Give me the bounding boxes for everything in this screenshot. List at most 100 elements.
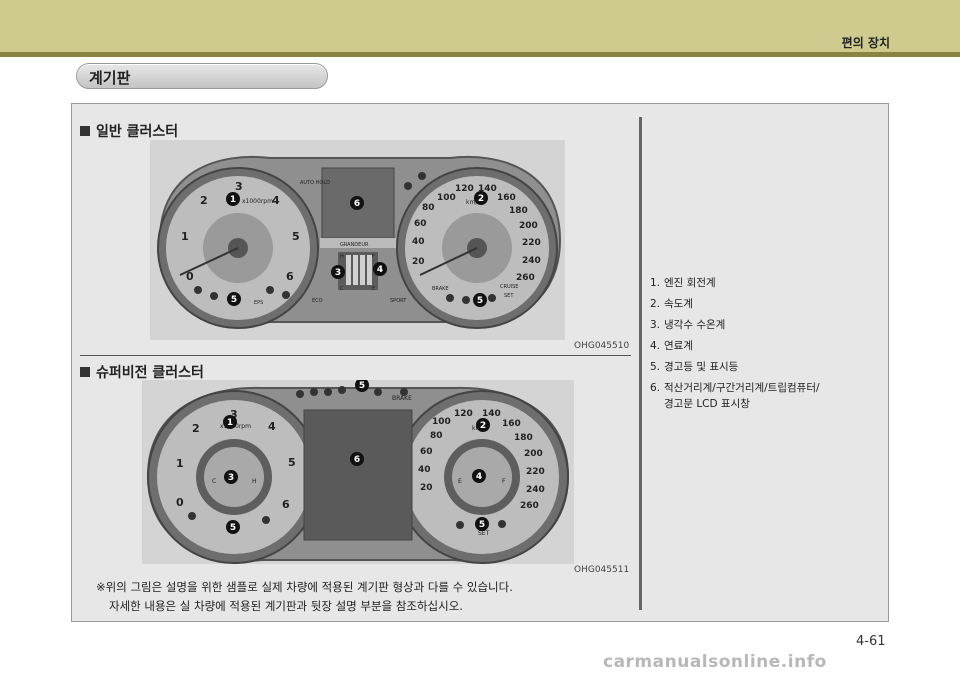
tach-tick: 5 xyxy=(292,230,300,243)
figure-code-1: OHG045510 xyxy=(574,341,630,351)
speed-tick: 240 xyxy=(526,485,545,495)
warning-lamp-icon xyxy=(404,182,412,190)
legend-item: 6.적산거리계/구간거리계/트립컴퓨터/ xyxy=(650,382,820,394)
marker-3: 3 xyxy=(228,473,234,483)
marker-5: 5 xyxy=(359,381,365,391)
fuel-e-label: E xyxy=(458,478,462,485)
tach-tick: 2 xyxy=(200,194,208,207)
speed-tick: 80 xyxy=(430,431,443,441)
divider-rule xyxy=(80,355,631,356)
temp-h-label: H xyxy=(340,254,344,260)
warning-lamp-icon xyxy=(310,388,318,396)
tach-tick: 3 xyxy=(230,408,238,421)
speed-tick: 220 xyxy=(522,238,541,248)
speed-tick: 120 xyxy=(455,184,474,194)
tach-tick: 2 xyxy=(192,422,200,435)
vertical-divider xyxy=(639,117,642,610)
speed-tick: 140 xyxy=(478,184,497,194)
temp-h-label: H xyxy=(252,478,257,485)
legend-list: 1.엔진 회전계 2.속도계 3.냉각수 수온계 4.연료계 5.경고등 및 표… xyxy=(650,273,880,415)
speed-tick: 100 xyxy=(437,193,456,203)
speed-tick: 220 xyxy=(526,467,545,477)
auto-hold-label: AUTO HOLD xyxy=(300,180,330,186)
marker-6: 6 xyxy=(354,455,360,465)
speed-tick: 60 xyxy=(414,219,427,229)
disclaimer-note: ※위의 그림은 설명을 위한 샘플로 실제 차량에 적용된 계기판 형상과 다를… xyxy=(96,578,513,616)
speed-tick: 80 xyxy=(422,203,435,213)
brand-label: GRANDEUR xyxy=(340,242,369,248)
speed-tick: 260 xyxy=(520,501,539,511)
speed-tick: 40 xyxy=(412,237,425,247)
temp-c-label: C xyxy=(340,286,344,292)
tach-tick: 3 xyxy=(235,180,243,193)
marker-4: 4 xyxy=(476,472,482,482)
marker-1: 1 xyxy=(230,195,236,205)
speed-tick: 120 xyxy=(454,409,473,419)
tach-tick: 0 xyxy=(176,496,184,509)
header-band xyxy=(0,0,960,57)
tach-tick: 6 xyxy=(282,498,290,511)
cruise-label: CRUISE xyxy=(500,284,518,290)
tach-tick: 0 xyxy=(186,270,194,283)
set-label: SET xyxy=(504,293,514,299)
warning-lamp-icon xyxy=(282,291,290,299)
legend-item: 1.엔진 회전계 xyxy=(650,277,716,289)
marker-5: 5 xyxy=(230,523,236,533)
speed-tick: 180 xyxy=(509,206,528,216)
eps-label: EPS xyxy=(254,300,263,306)
speed-tick: 260 xyxy=(516,273,535,283)
speed-tick: 180 xyxy=(514,433,533,443)
section-title: 계기판 xyxy=(89,69,131,87)
tach-unit: x1000rpm xyxy=(220,423,251,430)
warning-lamp-icon xyxy=(210,292,218,300)
brake-label: BRAKE xyxy=(432,286,449,292)
tach-unit: x1000rpm xyxy=(242,198,273,205)
warning-lamp-icon xyxy=(296,390,304,398)
warning-lamp-icon xyxy=(194,286,202,294)
marker-2: 2 xyxy=(478,194,484,204)
note-line-2: 자세한 내용은 실 차량에 적용된 계기판과 뒷장 설명 부분을 참조하십시오. xyxy=(109,599,463,613)
bullet-square-icon xyxy=(80,126,90,136)
warning-lamp-icon xyxy=(456,521,464,529)
speed-tick: 200 xyxy=(524,449,543,459)
temp-c-label: C xyxy=(212,478,216,485)
cluster-heading-standard: 일반 클러스터 xyxy=(80,121,178,141)
standard-cluster-illustration: 1 2 3 4 5 6 0 x1000rpm 20 40 60 80 100 1… xyxy=(150,140,565,340)
warning-lamp-icon xyxy=(338,386,346,394)
fuel-e-label: E xyxy=(372,286,375,292)
figure-code-2: OHG045511 xyxy=(574,565,630,575)
note-line-1: ※위의 그림은 설명을 위한 샘플로 실제 차량에 적용된 계기판 형상과 다를… xyxy=(96,580,513,594)
marker-5: 5 xyxy=(477,296,483,306)
tach-tick: 6 xyxy=(286,270,294,283)
marker-2: 2 xyxy=(480,421,486,431)
speed-tick: 160 xyxy=(502,419,521,429)
speed-tick: 200 xyxy=(519,221,538,231)
warning-lamp-icon xyxy=(446,294,454,302)
marker-3: 3 xyxy=(335,268,341,278)
speed-tick: 100 xyxy=(432,417,451,427)
warning-lamp-icon xyxy=(400,388,408,396)
speed-tick: 160 xyxy=(497,193,516,203)
tach-tick: 4 xyxy=(268,420,276,433)
marker-6: 6 xyxy=(354,199,360,209)
tach-tick: 1 xyxy=(176,457,184,470)
eco-label: ECO xyxy=(312,298,323,304)
sport-label: SPORT xyxy=(390,298,407,304)
warning-lamp-icon xyxy=(262,516,270,524)
warning-lamp-icon xyxy=(266,286,274,294)
speed-tick: 20 xyxy=(412,257,425,267)
speed-tick: 20 xyxy=(420,483,433,493)
set-label: SET xyxy=(478,530,490,537)
speed-unit: km/h xyxy=(466,199,481,206)
tach-tick: 1 xyxy=(181,230,189,243)
page-number: 4-61 xyxy=(856,634,886,649)
warning-lamp-icon xyxy=(324,388,332,396)
marker-5: 5 xyxy=(231,295,237,305)
speed-tick: 40 xyxy=(418,465,431,475)
legend-item: 4.연료계 xyxy=(650,340,693,352)
bullet-square-icon xyxy=(80,367,90,377)
speed-tick: 240 xyxy=(522,256,541,266)
cluster-heading-supervision: 슈퍼비전 클러스터 xyxy=(80,362,204,382)
section-title-pill: 계기판 xyxy=(76,63,328,89)
warning-lamp-icon xyxy=(498,520,506,528)
